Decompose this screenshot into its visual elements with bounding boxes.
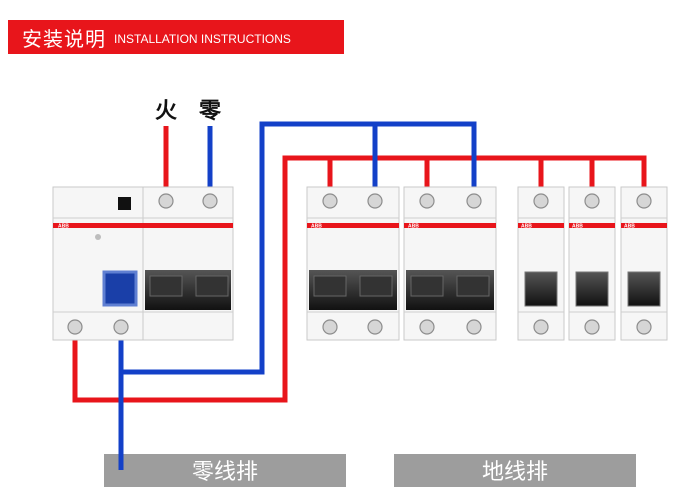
live-terminal-label: 火 <box>155 99 177 124</box>
screw-terminal-icon <box>322 193 338 209</box>
breaker-handle-icon <box>195 275 229 297</box>
test-button-icon <box>95 234 101 240</box>
screw-terminal-icon <box>158 193 174 209</box>
banner-title-cn: 安装说明 <box>22 26 106 51</box>
screw-terminal-icon <box>202 193 218 209</box>
breaker-brand-label: ABB <box>408 224 419 230</box>
breaker-brand-label: ABB <box>572 224 583 230</box>
banner-title-en: INSTALLATION INSTRUCTIONS <box>114 31 291 46</box>
breaker-brand-label: ABB <box>521 224 532 230</box>
screw-terminal-icon <box>466 193 482 209</box>
screw-terminal-icon <box>322 319 338 335</box>
screw-terminal-icon <box>466 319 482 335</box>
neutral-bar-label: 零线排 <box>192 460 258 485</box>
breaker-handle-icon <box>456 275 490 297</box>
screw-terminal-icon <box>419 319 435 335</box>
screw-terminal-icon <box>533 319 549 335</box>
breaker-brand-label: ABB <box>311 224 322 230</box>
live-output-wire <box>72 155 647 403</box>
rcd-brand-label: ABB <box>58 224 69 230</box>
breaker-handle-icon <box>627 271 661 307</box>
single-pole-breaker-2: ABB <box>568 186 616 341</box>
title-banner: 安装说明 INSTALLATION INSTRUCTIONS <box>8 20 344 54</box>
breaker-handle-icon <box>410 275 444 297</box>
breaker-brand-label: ABB <box>624 224 635 230</box>
indicator-square-icon <box>118 197 131 210</box>
screw-terminal-icon <box>367 319 383 335</box>
breaker-handle-icon <box>575 271 609 307</box>
rcd-breaker: ABB <box>52 186 234 341</box>
screw-terminal-icon <box>636 319 652 335</box>
single-pole-breaker-3: ABB <box>620 186 668 341</box>
neutral-bar <box>104 454 346 487</box>
two-pole-breaker-1: ABB <box>306 186 400 341</box>
screw-terminal-icon <box>113 319 129 335</box>
screw-terminal-icon <box>533 193 549 209</box>
earth-bar-label: 地线排 <box>482 460 548 485</box>
rcd-handle-icon <box>102 270 138 307</box>
screw-terminal-icon <box>584 193 600 209</box>
neutral-output-wire <box>118 121 477 375</box>
breaker-handle-icon <box>313 275 347 297</box>
neutral-terminal-label: 零 <box>198 99 222 124</box>
screw-terminal-icon <box>584 319 600 335</box>
breaker-handle-icon <box>359 275 393 297</box>
screw-terminal-icon <box>367 193 383 209</box>
screw-terminal-icon <box>636 193 652 209</box>
single-pole-breaker-1: ABB <box>517 186 565 341</box>
breaker-handle-icon <box>524 271 558 307</box>
screw-terminal-icon <box>419 193 435 209</box>
two-pole-breaker-2: ABB <box>403 186 497 341</box>
earth-bar <box>394 454 636 487</box>
breaker-handle-icon <box>149 275 183 297</box>
screw-terminal-icon <box>67 319 83 335</box>
